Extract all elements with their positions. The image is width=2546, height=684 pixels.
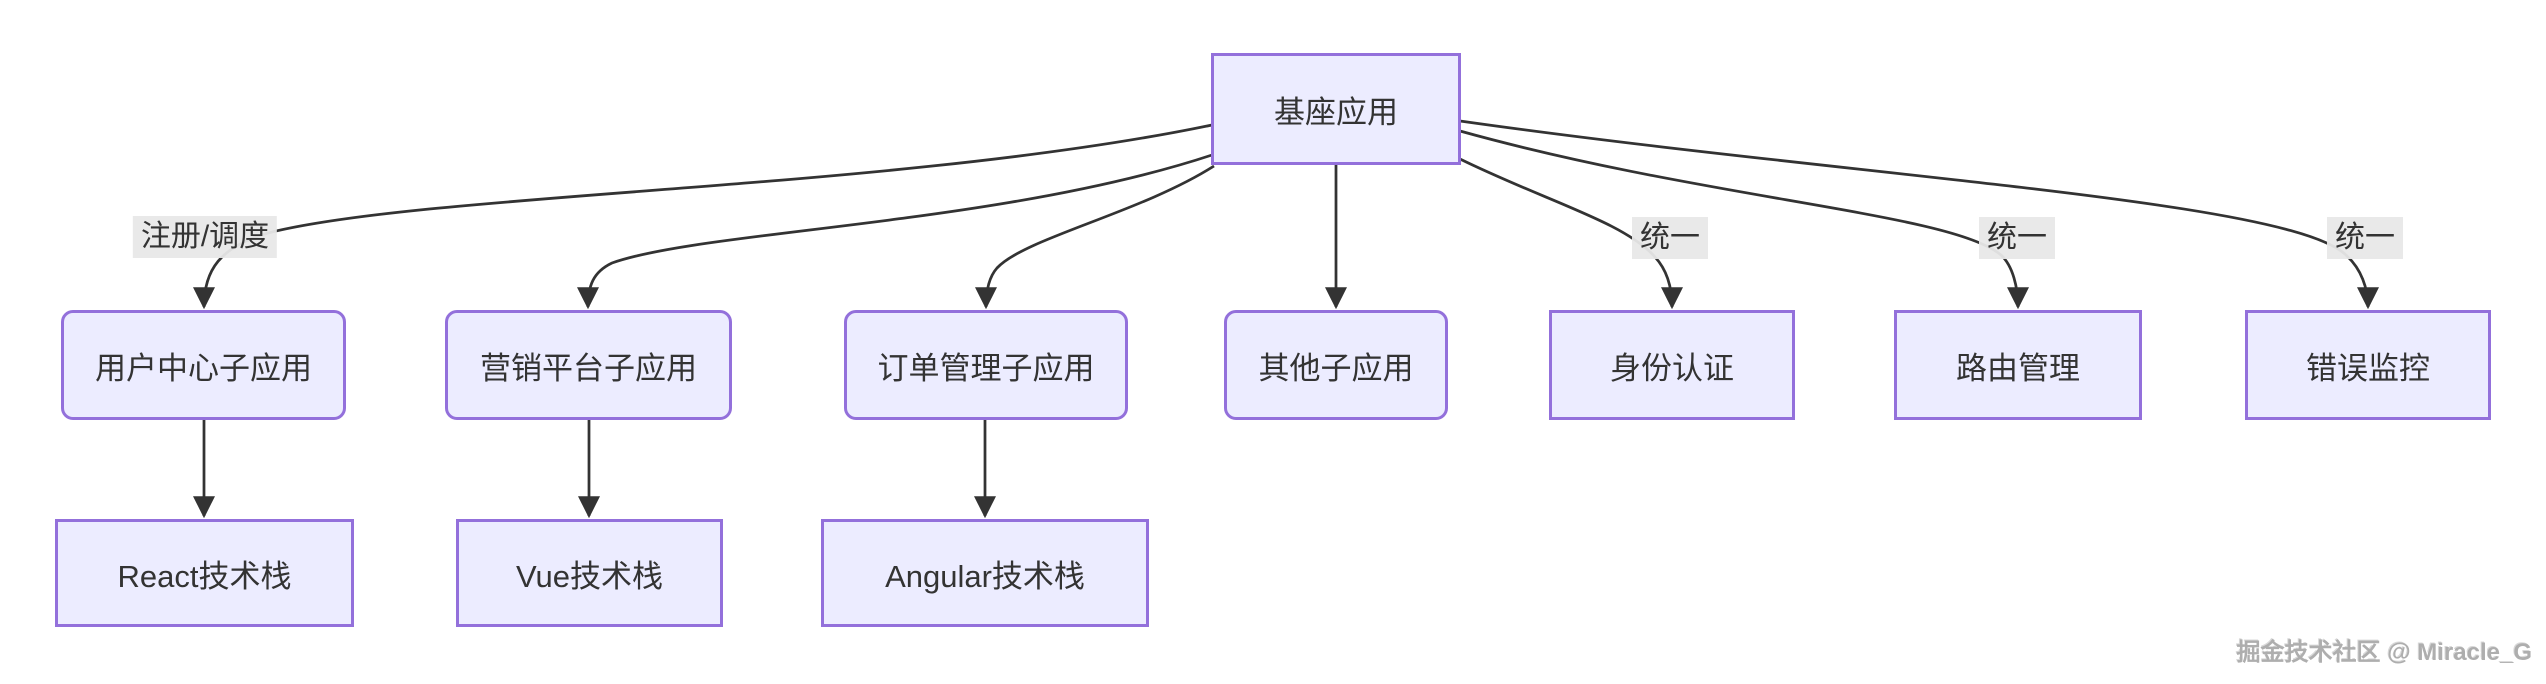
node-error-monitoring: 错误监控 [2245,310,2491,420]
node-user-center-subapp: 用户中心子应用 [61,310,346,420]
edge-base-to-user-center [193,123,1213,310]
node-base-app-label: 基座应用 [1274,94,1398,130]
edge-base-to-marketing [577,153,1213,310]
node-base-app: 基座应用 [1211,53,1461,165]
watermark-text: 掘金技术社区 @ Miracle_G [2236,639,2532,666]
node-marketing-subapp: 营销平台子应用 [445,310,732,420]
edge-label-unified-error: 统一 [2327,217,2403,259]
node-react-stack: React技术栈 [55,519,354,627]
node-angular-stack-label: Angular技术栈 [885,558,1085,594]
node-route-management: 路由管理 [1894,310,2142,420]
edge-label-register-dispatch: 注册/调度 [132,216,278,258]
node-marketing-subapp-label: 营销平台子应用 [480,350,697,386]
node-other-subapp-label: 其他子应用 [1258,350,1414,386]
node-react-stack-label: React技术栈 [117,558,292,594]
node-identity-auth: 身份认证 [1549,310,1795,420]
node-angular-stack: Angular技术栈 [821,519,1149,627]
node-order-subapp-label: 订单管理子应用 [877,350,1095,386]
edge-label-unified-auth: 统一 [1632,217,1708,259]
node-vue-stack: Vue技术栈 [456,519,723,627]
edge-base-to-router [1459,129,2029,310]
node-identity-auth-label: 身份认证 [1610,350,1734,386]
edge-label-unified-router: 统一 [1979,217,2055,259]
node-error-monitoring-label: 错误监控 [2306,350,2430,386]
node-vue-stack-label: Vue技术栈 [515,558,663,594]
node-route-management-label: 路由管理 [1956,350,2080,386]
node-user-center-subapp-label: 用户中心子应用 [95,350,312,386]
node-other-subapp: 其他子应用 [1224,310,1448,420]
edge-base-to-order [975,164,1215,310]
node-order-subapp: 订单管理子应用 [844,310,1128,420]
edge-base-to-error [1459,119,2379,310]
